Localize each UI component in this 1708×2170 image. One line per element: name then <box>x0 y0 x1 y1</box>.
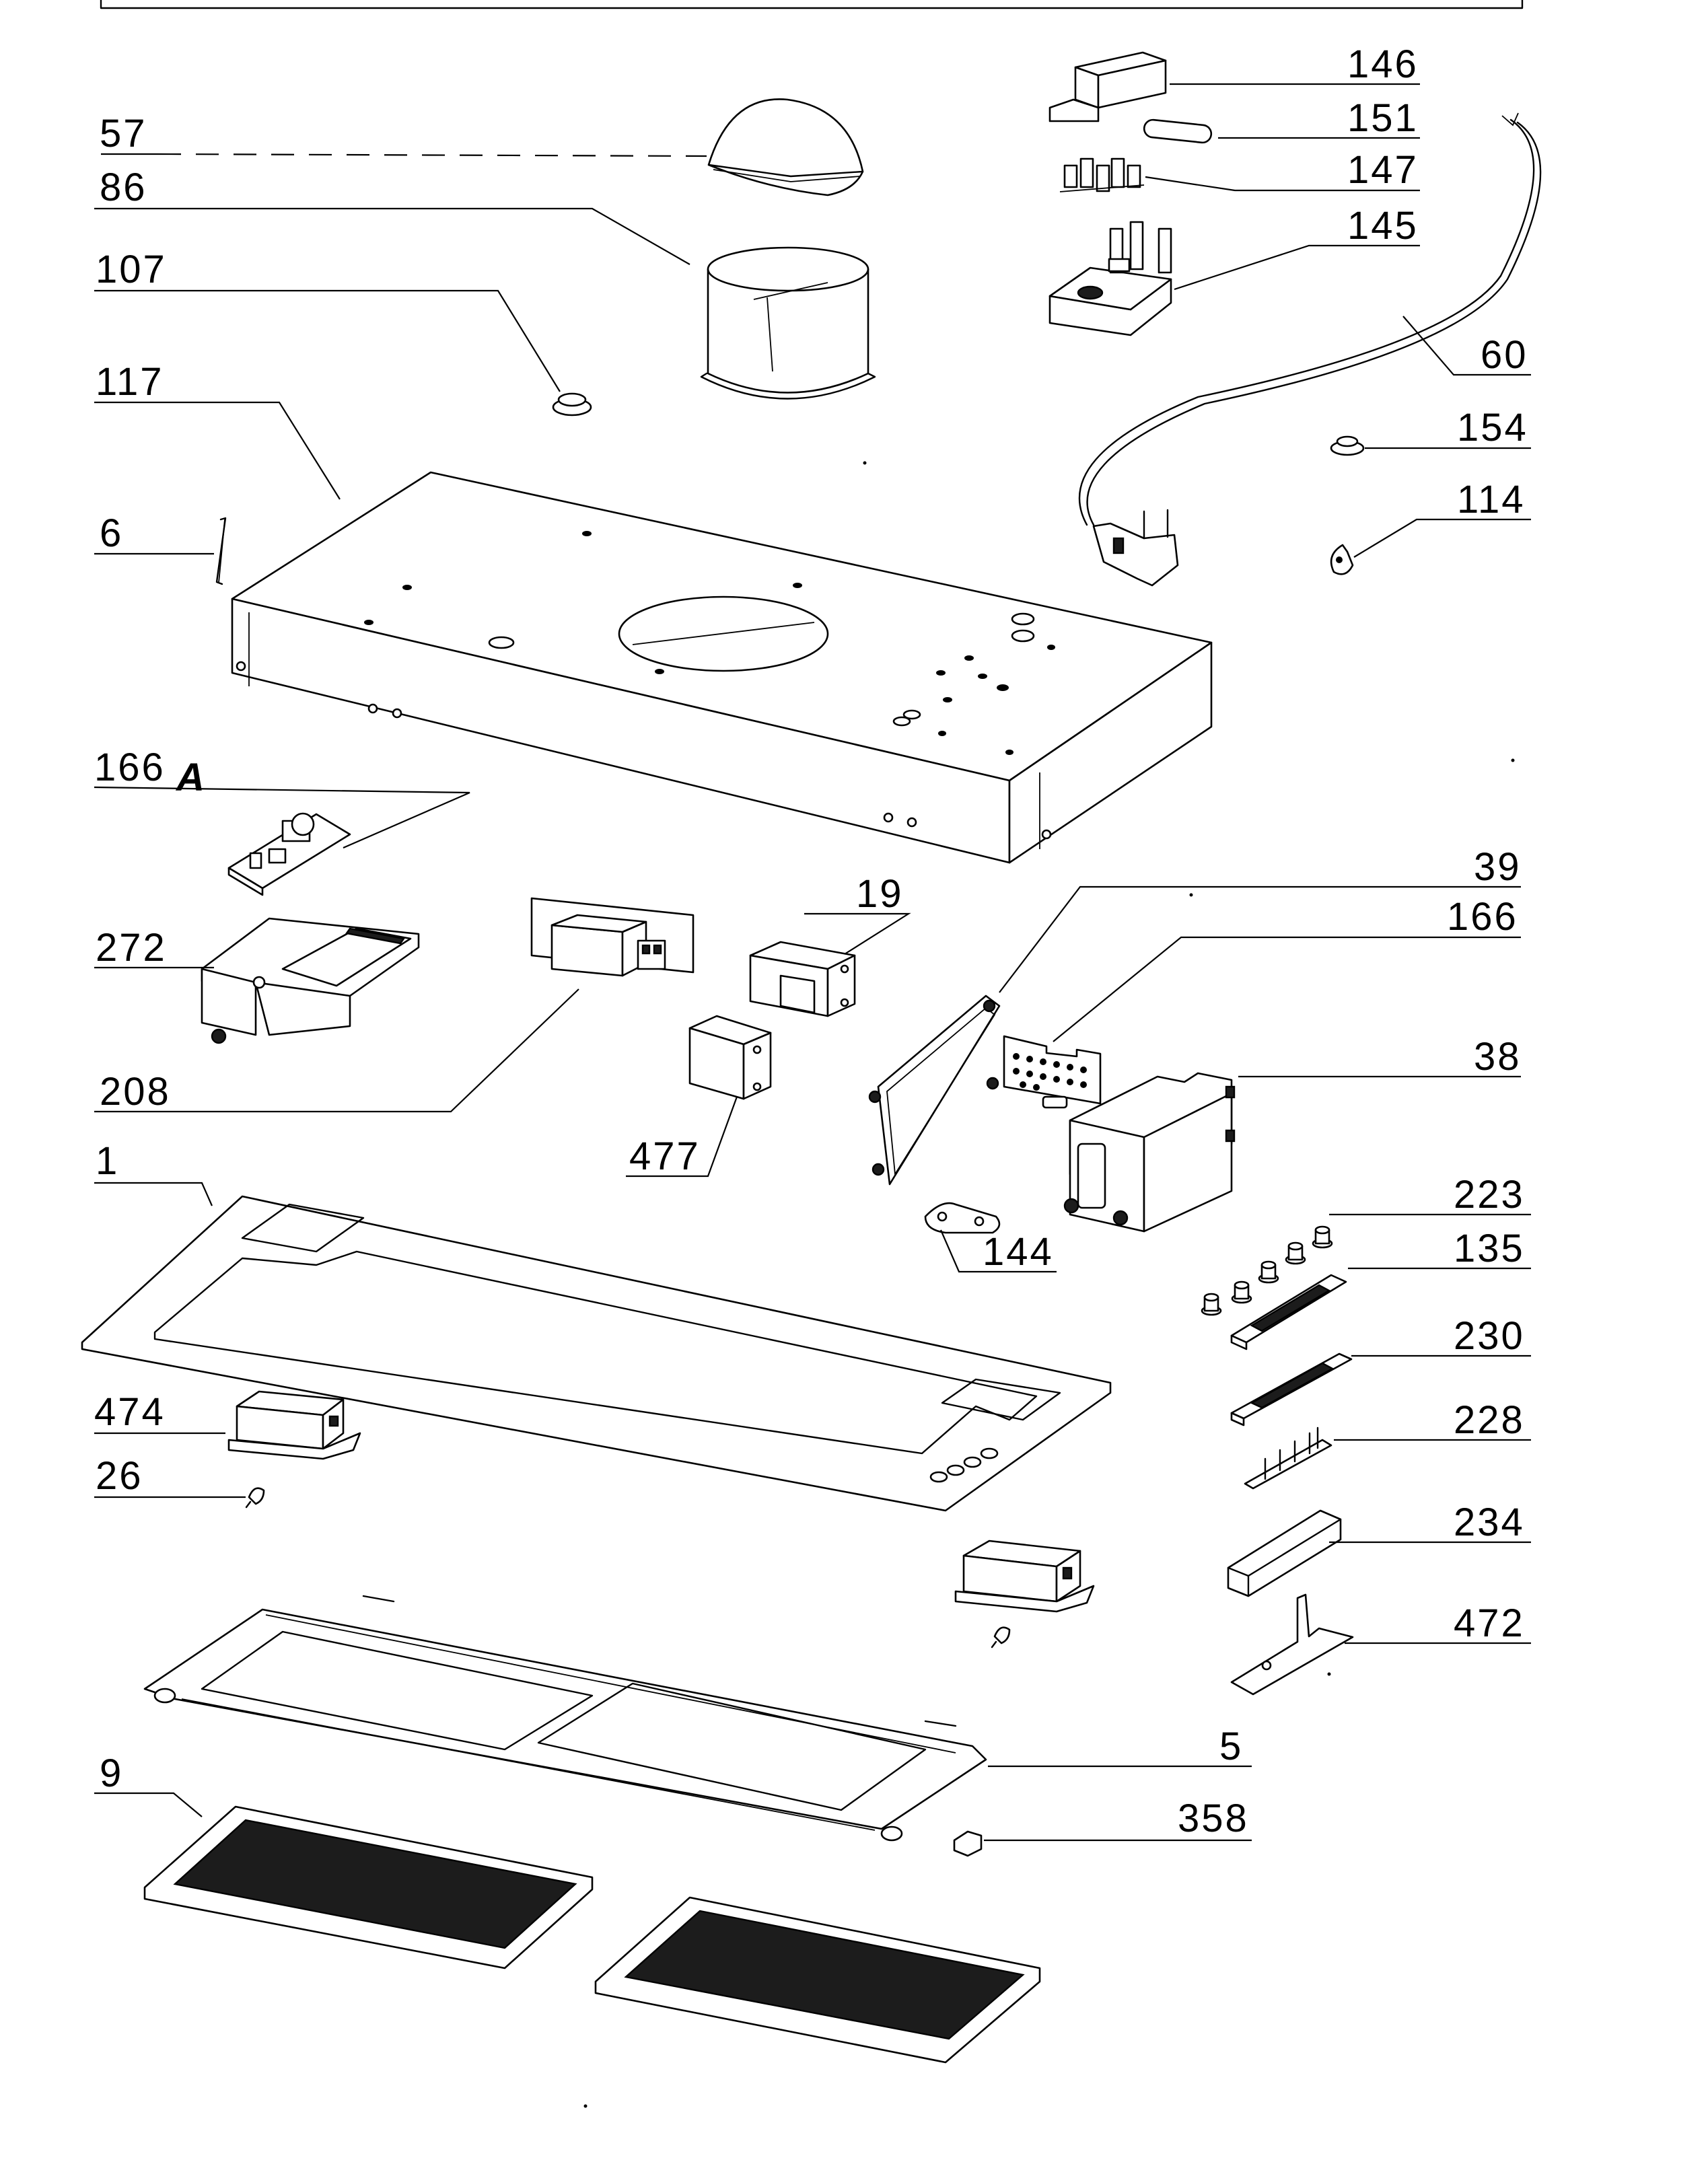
part-166-perforated-plate <box>1003 1035 1102 1109</box>
label-38: 38 <box>1474 1035 1522 1079</box>
part-9-carbon-filter-left <box>143 1805 594 1969</box>
part-474-lamp-holder <box>227 1390 361 1460</box>
part-477-cover-block <box>688 1015 772 1100</box>
part-107-grommet <box>552 392 592 417</box>
part-272-lamp-housing <box>201 917 420 1044</box>
leader-lines <box>94 83 1531 1842</box>
part-208-transformer <box>530 897 695 977</box>
label-57: 57 <box>100 112 147 155</box>
part-86-collar <box>700 246 876 400</box>
label-166a: 166 <box>94 746 166 789</box>
part-6-clip <box>215 517 227 585</box>
part-39-motor-plate <box>868 994 1001 1186</box>
part-230-strip <box>1230 1352 1353 1426</box>
part-5-filter-frame <box>143 1595 987 1842</box>
label-19: 19 <box>856 872 904 916</box>
part-144-plate <box>924 1202 1001 1234</box>
part-38-motor-box <box>1063 1072 1236 1233</box>
part-9-carbon-filter-right <box>594 1896 1041 2064</box>
part-474-lamp-holder-right <box>954 1540 1095 1649</box>
label-107: 107 <box>96 248 167 291</box>
label-60: 60 <box>1481 333 1528 377</box>
part-114-cable-clip <box>1330 544 1354 575</box>
label-472: 472 <box>1454 1601 1525 1645</box>
label-117: 117 <box>96 360 164 404</box>
part-19-bracket <box>749 941 856 1017</box>
part-228-switch-board <box>1244 1426 1332 1490</box>
part-151-bar <box>1143 118 1213 144</box>
label-154: 154 <box>1457 406 1528 449</box>
label-223: 223 <box>1454 1173 1525 1217</box>
part-labels: 57 86 107 117 6 146 151 147 145 60 154 1… <box>94 42 1528 1840</box>
label-477: 477 <box>629 1134 701 1178</box>
part-146-switch-cover <box>1048 51 1167 122</box>
part-223-knobs <box>1201 1225 1333 1316</box>
label-272: 272 <box>96 926 167 970</box>
label-144: 144 <box>983 1230 1054 1274</box>
part-147-terminals <box>1059 157 1145 192</box>
part-135-control-strip <box>1230 1274 1347 1350</box>
frame-border <box>100 0 1524 9</box>
label-228: 228 <box>1454 1398 1525 1442</box>
label-151: 151 <box>1347 96 1419 140</box>
label-114: 114 <box>1457 478 1525 521</box>
part-154-grommet <box>1330 435 1365 456</box>
part-26-lamp <box>245 1487 265 1509</box>
part-166a-pcb <box>227 812 351 896</box>
label-86: 86 <box>100 166 147 209</box>
label-6: 6 <box>100 511 123 555</box>
label-234: 234 <box>1454 1500 1525 1544</box>
label-230: 230 <box>1454 1314 1525 1358</box>
label-145: 145 <box>1347 204 1419 248</box>
part-57-dome <box>707 98 864 196</box>
label-166a-suffix: A <box>175 756 207 799</box>
part-472-bracket <box>1230 1593 1354 1696</box>
part-234-channel <box>1227 1509 1342 1597</box>
part-1-bottom-plate <box>81 1195 1112 1512</box>
part-145-switch-block <box>1048 221 1172 336</box>
label-135: 135 <box>1454 1227 1525 1270</box>
label-1: 1 <box>96 1139 119 1183</box>
label-146: 146 <box>1347 42 1419 86</box>
label-147: 147 <box>1347 148 1419 192</box>
label-358: 358 <box>1178 1797 1249 1840</box>
label-9: 9 <box>100 1751 123 1795</box>
label-26: 26 <box>96 1454 143 1498</box>
label-474: 474 <box>94 1390 166 1434</box>
part-60-power-cord <box>1078 112 1542 587</box>
part-358-clip <box>953 1830 983 1857</box>
scan-specks <box>583 461 1515 2108</box>
label-5: 5 <box>1219 1725 1243 1768</box>
label-39: 39 <box>1474 845 1522 889</box>
part-117-housing <box>231 471 1213 864</box>
label-208: 208 <box>100 1070 171 1114</box>
label-166: 166 <box>1447 895 1518 939</box>
